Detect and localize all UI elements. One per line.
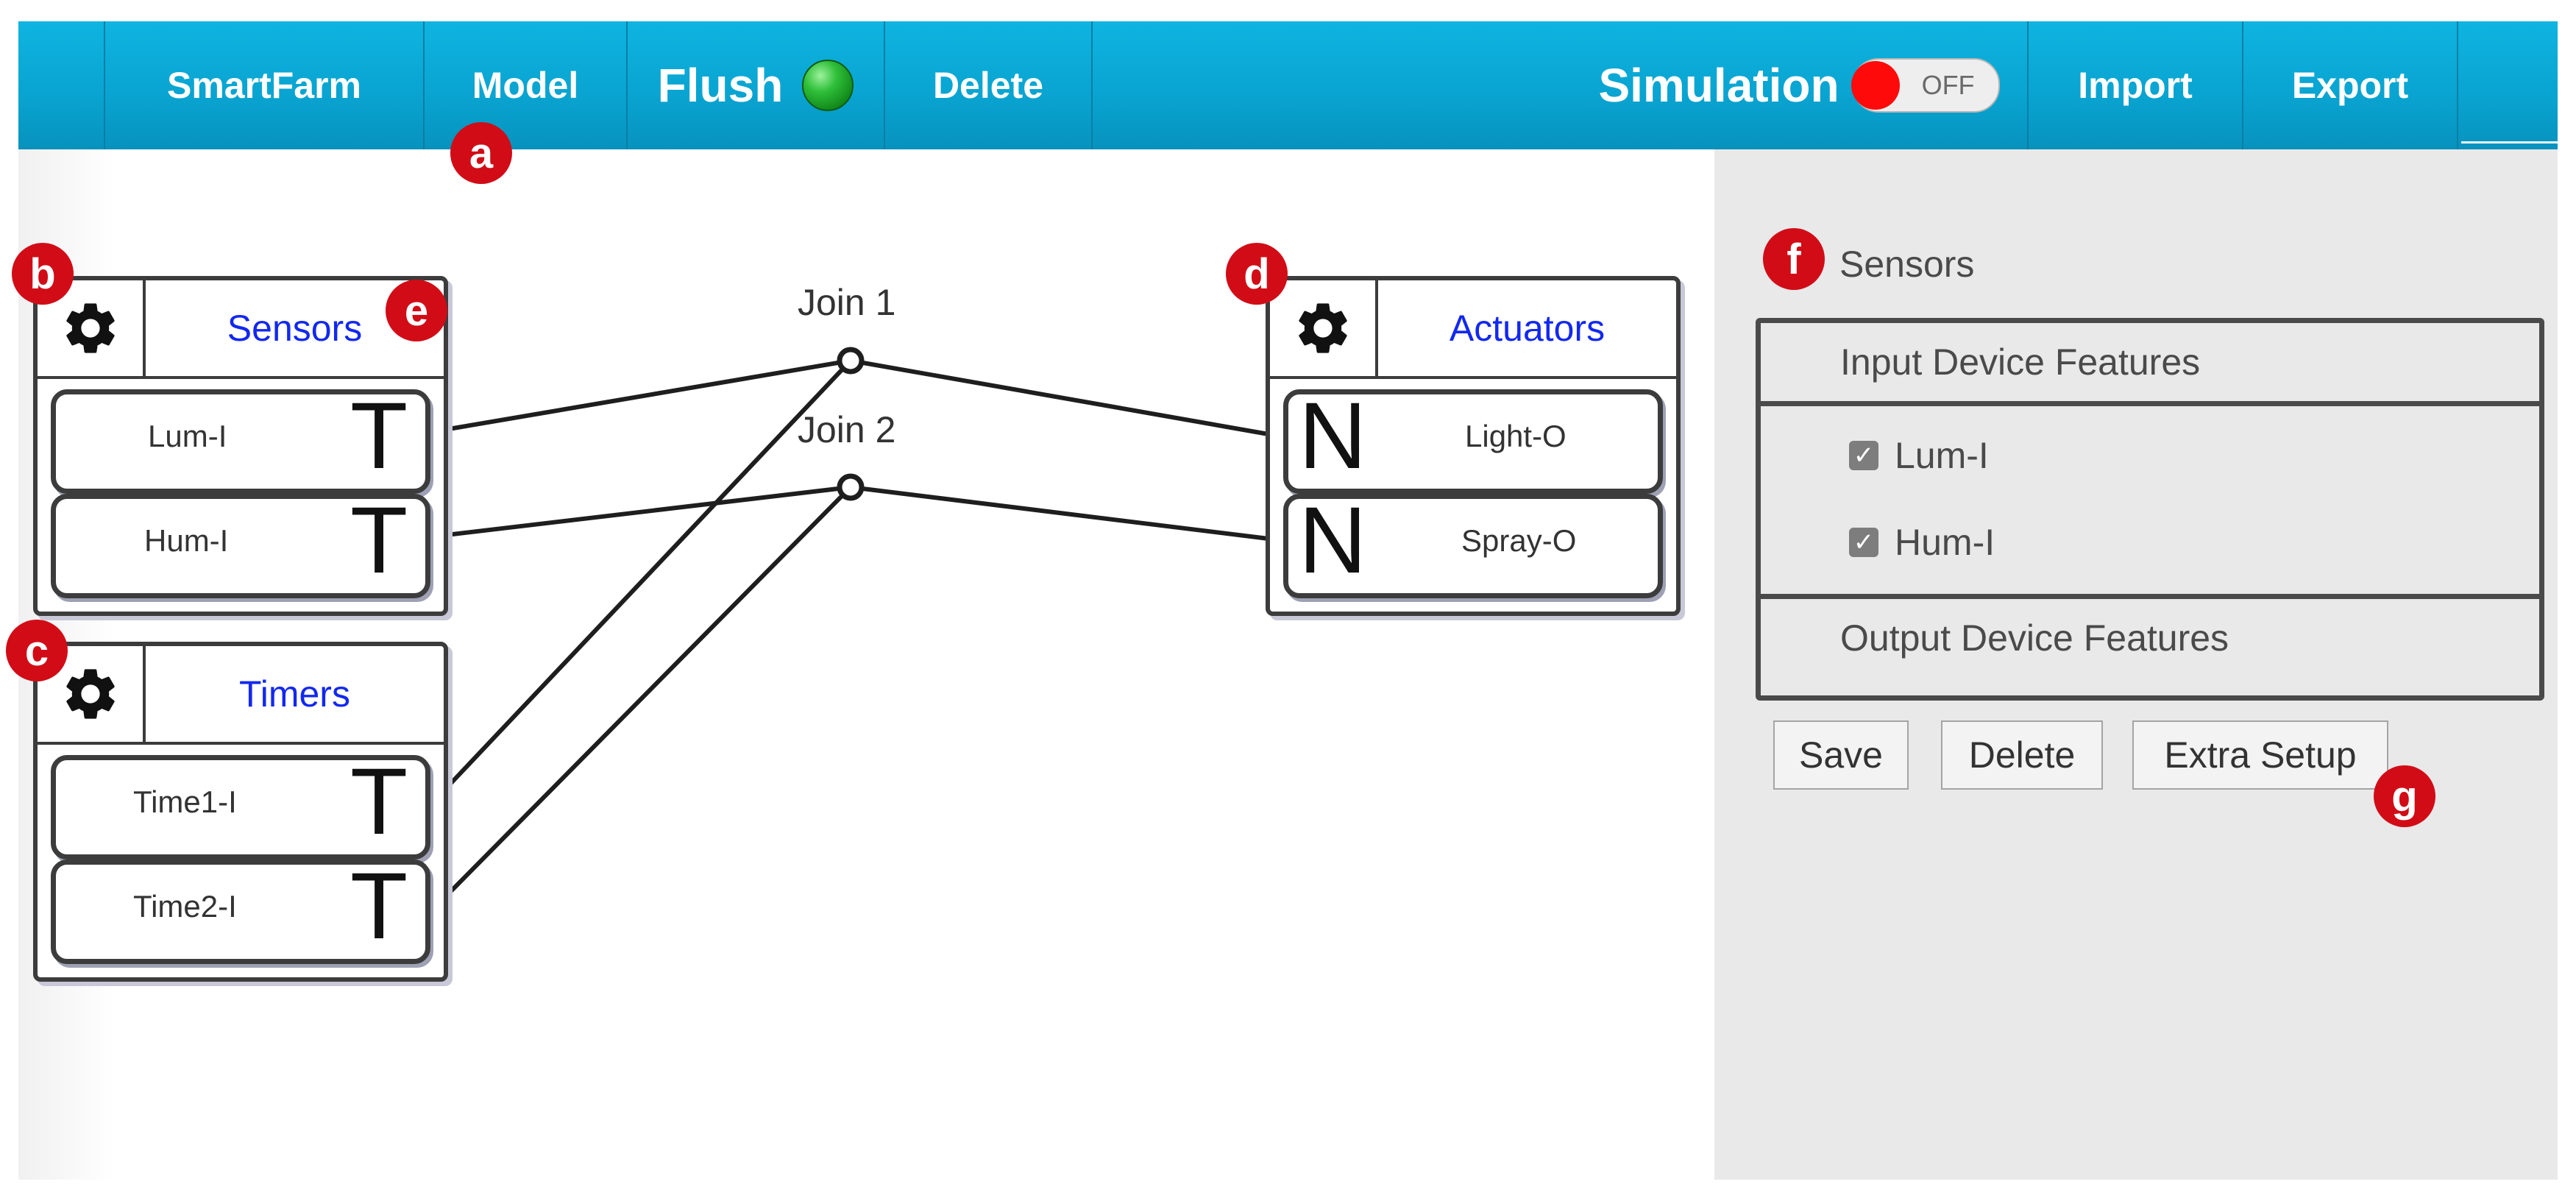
delete-button[interactable]: Delete bbox=[1941, 720, 2103, 790]
join2-label: Join 2 bbox=[798, 409, 896, 450]
marker-c: c bbox=[6, 620, 68, 681]
toolbar-underline bbox=[2461, 141, 2558, 144]
marker-e: e bbox=[386, 280, 447, 341]
simulation-toggle[interactable]: OFF bbox=[1851, 58, 2000, 113]
item-type-letter: T bbox=[350, 854, 408, 959]
line-join2-spray bbox=[850, 485, 1269, 541]
model-menu[interactable]: Model bbox=[425, 21, 626, 149]
toggle-knob-icon bbox=[1851, 61, 1900, 110]
sensor-item-lum[interactable]: Lum-I T bbox=[51, 389, 430, 494]
feature-label: Lum-I bbox=[1895, 435, 1989, 476]
join1-node-icon bbox=[837, 347, 865, 375]
timers-group[interactable]: Timers Time1-I T Time2-I T bbox=[33, 642, 448, 982]
gear-icon bbox=[1298, 303, 1347, 353]
toolbar: SmartFarm Model Flush Delete Simulation … bbox=[18, 21, 2558, 149]
item-type-letter: T bbox=[350, 383, 408, 489]
delete-menu[interactable]: Delete bbox=[885, 21, 1091, 149]
actuator-item-light[interactable]: N Light-O bbox=[1283, 389, 1663, 494]
sensors-title[interactable]: Sensors bbox=[227, 308, 363, 349]
smartfarm-label: SmartFarm bbox=[167, 65, 361, 106]
marker-d: d bbox=[1226, 243, 1288, 305]
flush-status-led-icon bbox=[802, 60, 854, 111]
item-type-letter: N bbox=[1299, 383, 1367, 489]
toolbar-separator bbox=[1091, 21, 1093, 149]
sensors-settings-button[interactable] bbox=[38, 280, 146, 376]
toolbar-separator bbox=[884, 21, 885, 149]
timers-settings-button[interactable] bbox=[38, 646, 146, 742]
line-hum-join2 bbox=[439, 485, 851, 538]
item-type-letter: N bbox=[1299, 488, 1367, 593]
actuators-group[interactable]: Actuators N Light-O N Spray-O bbox=[1266, 276, 1681, 616]
timer-item-time2[interactable]: Time2-I T bbox=[51, 860, 430, 964]
model-label: Model bbox=[472, 65, 579, 106]
toggle-state-label: OFF bbox=[1921, 70, 1975, 100]
export-menu[interactable]: Export bbox=[2243, 21, 2457, 149]
item-label: Hum-I bbox=[144, 523, 229, 558]
smartfarm-menu[interactable]: SmartFarm bbox=[105, 21, 423, 149]
flush-button[interactable]: Flush bbox=[628, 21, 884, 149]
flush-label: Flush bbox=[657, 59, 784, 112]
toolbar-separator bbox=[2457, 21, 2458, 149]
line-time1-join1 bbox=[438, 358, 853, 797]
sensors-group-header: Sensors bbox=[38, 280, 444, 379]
checkbox-checked-icon[interactable]: ✓ bbox=[1849, 528, 1878, 557]
gear-icon bbox=[65, 669, 115, 719]
toolbar-separator bbox=[104, 21, 105, 149]
save-button[interactable]: Save bbox=[1773, 720, 1909, 790]
panel-title: Sensors bbox=[1839, 244, 1975, 285]
import-label: Import bbox=[2078, 65, 2193, 106]
actuator-item-spray[interactable]: N Spray-O bbox=[1283, 494, 1663, 598]
marker-b: b bbox=[12, 243, 74, 305]
checkbox-checked-icon[interactable]: ✓ bbox=[1849, 441, 1878, 470]
item-label: Lum-I bbox=[148, 419, 227, 453]
simulation-label: Simulation bbox=[1598, 59, 1839, 112]
marker-g: g bbox=[2374, 765, 2435, 827]
simulation-control: Simulation OFF bbox=[1578, 21, 2020, 149]
toolbar-separator bbox=[2242, 21, 2243, 149]
actuators-settings-button[interactable] bbox=[1270, 280, 1378, 376]
sensor-item-hum[interactable]: Hum-I T bbox=[51, 494, 430, 598]
features-box: Input Device Features ✓ Lum-I ✓ Hum-I Ou… bbox=[1756, 318, 2544, 701]
item-type-letter: T bbox=[350, 749, 408, 854]
export-label: Export bbox=[2291, 65, 2409, 106]
line-time2-join2 bbox=[438, 485, 853, 904]
item-label: Spray-O bbox=[1461, 523, 1577, 558]
actuators-title[interactable]: Actuators bbox=[1449, 308, 1605, 349]
item-type-letter: T bbox=[350, 488, 408, 593]
delete-label: Delete bbox=[932, 65, 1044, 106]
timers-group-header: Timers bbox=[38, 646, 444, 745]
input-features-header[interactable]: Input Device Features bbox=[1840, 341, 2201, 383]
divider bbox=[1761, 594, 2539, 599]
feature-label: Hum-I bbox=[1895, 522, 1995, 563]
toolbar-separator bbox=[626, 21, 628, 149]
input-feature-lum[interactable]: ✓ Lum-I bbox=[1849, 426, 1989, 485]
item-label: Light-O bbox=[1465, 419, 1566, 453]
join2-node-icon bbox=[837, 473, 865, 501]
sensors-group[interactable]: Sensors Lum-I T Hum-I T bbox=[33, 276, 448, 616]
timer-item-time1[interactable]: Time1-I T bbox=[51, 755, 430, 860]
output-features-header[interactable]: Output Device Features bbox=[1840, 617, 2229, 659]
item-label: Time1-I bbox=[133, 784, 237, 819]
marker-f: f bbox=[1763, 228, 1825, 290]
toolbar-separator bbox=[2027, 21, 2029, 149]
gear-icon bbox=[65, 303, 115, 353]
divider bbox=[1761, 401, 2539, 406]
actuators-group-header: Actuators bbox=[1270, 280, 1676, 379]
line-lum-join1 bbox=[439, 358, 851, 433]
extra-setup-button[interactable]: Extra Setup bbox=[2132, 720, 2388, 790]
input-feature-hum[interactable]: ✓ Hum-I bbox=[1849, 513, 1995, 572]
marker-a: a bbox=[450, 122, 512, 184]
timers-title[interactable]: Timers bbox=[239, 673, 350, 715]
join1-label: Join 1 bbox=[798, 282, 896, 323]
toolbar-separator bbox=[423, 21, 425, 149]
item-label: Time2-I bbox=[133, 889, 237, 924]
import-menu[interactable]: Import bbox=[2029, 21, 2242, 149]
line-join1-light bbox=[850, 358, 1269, 436]
